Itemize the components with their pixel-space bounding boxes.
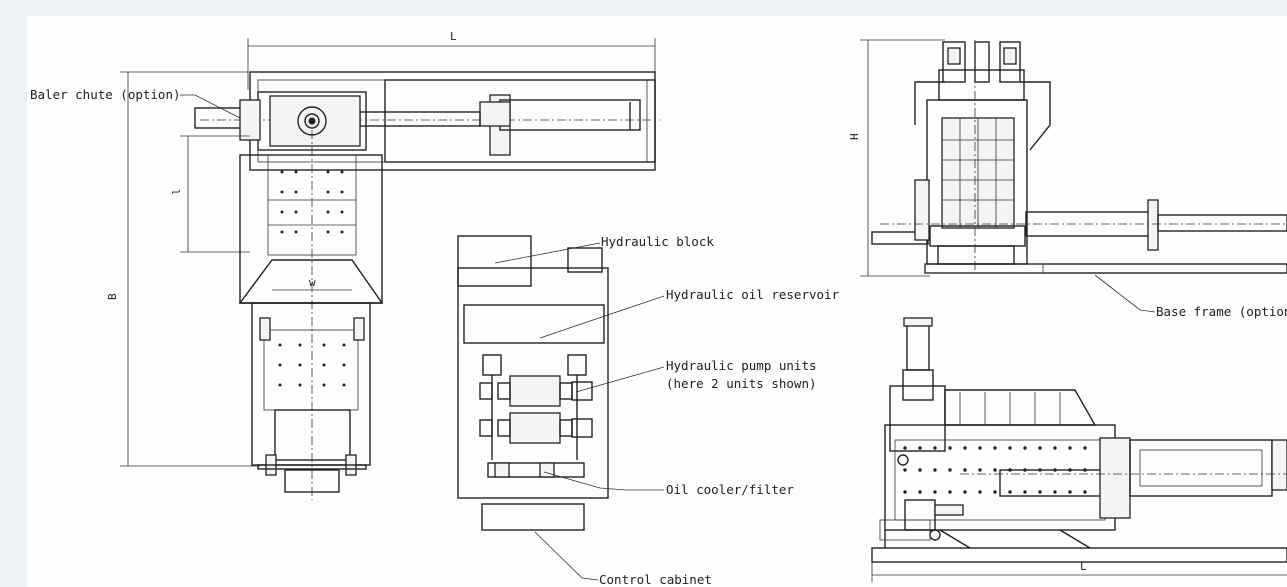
front-grid xyxy=(942,118,1014,228)
dimension-l-side: L xyxy=(1080,560,1087,573)
dimension-l-top: L xyxy=(450,30,457,43)
label-baler-chute: Baler chute (option) xyxy=(30,87,181,102)
label-base-frame: Base frame (option) xyxy=(1156,304,1287,319)
label-hydraulic-block: Hydraulic block xyxy=(601,234,714,249)
hydraulic-block-shape xyxy=(457,235,532,287)
label-hydraulic-pump-units: Hydraulic pump units xyxy=(666,358,817,373)
dimension-b: B xyxy=(106,293,119,300)
control-cabinet-shape xyxy=(481,503,585,531)
channel-bolt-pattern xyxy=(278,343,346,387)
plan-view: L B l xyxy=(106,30,660,500)
hydraulic-unit-plan xyxy=(457,235,609,531)
front-view: H xyxy=(848,39,1287,277)
label-hydraulic-oil-reservoir: Hydraulic oil reservoir xyxy=(666,287,840,302)
oil-reservoir-shape xyxy=(463,304,605,344)
hopper-bolt-pattern xyxy=(280,170,344,234)
pump-units xyxy=(479,354,593,460)
dimension-l-chute: l xyxy=(170,188,183,195)
side-view: L xyxy=(871,317,1287,582)
label-hydraulic-pump-units-note: (here 2 units shown) xyxy=(666,376,817,391)
technical-drawing-sheet: L B l xyxy=(27,16,1287,587)
baler-layout-drawing: L B l xyxy=(30,30,1287,587)
label-oil-cooler-filter: Oil cooler/filter xyxy=(666,482,794,497)
dimension-h: H xyxy=(848,133,861,140)
oil-cooler-shape xyxy=(487,462,585,478)
dimension-w: w xyxy=(309,276,316,289)
label-control-cabinet: Control cabinet xyxy=(599,572,712,587)
